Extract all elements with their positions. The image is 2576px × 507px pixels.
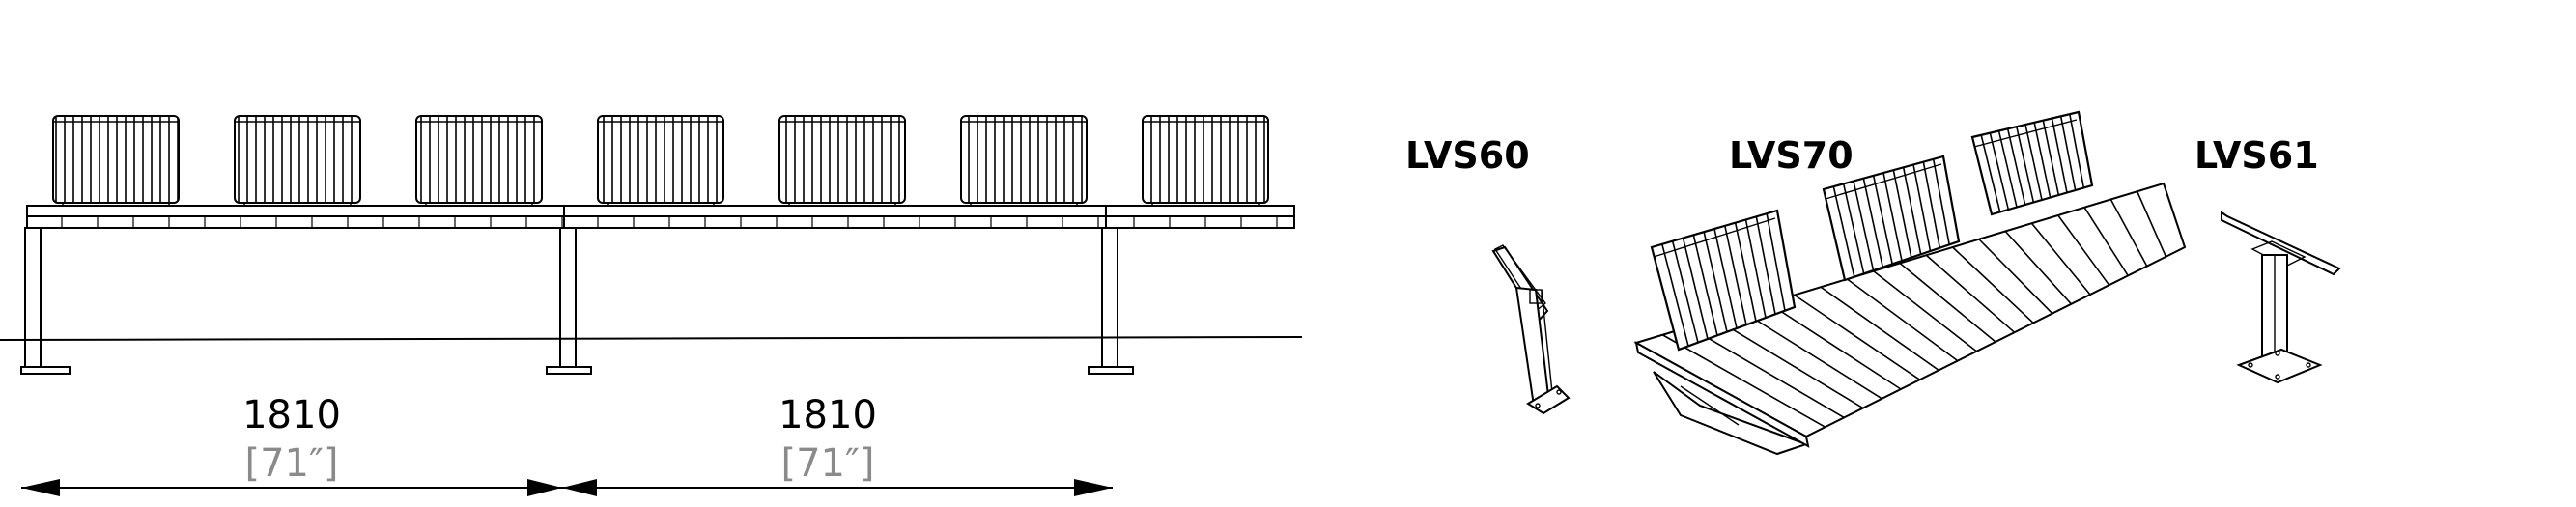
- model-label-lvs60: LVS60: [1405, 134, 1530, 177]
- model-lvs61: LVS61: [2194, 134, 2341, 384]
- backrest: [1142, 115, 1269, 216]
- dimension-2-value: 1810: [778, 393, 877, 437]
- dimension-1-imperial: [71″]: [244, 441, 338, 486]
- backrest: [1650, 209, 1797, 352]
- backrest: [234, 115, 361, 216]
- backrest: [960, 115, 1088, 216]
- dimension-2-imperial: [71″]: [780, 441, 874, 486]
- legs: [20, 227, 1134, 375]
- lvs60-illustration: [1491, 244, 1571, 415]
- backrest: [1970, 110, 2094, 216]
- lvs61-illustration: [2221, 211, 2341, 384]
- front-elevation: 1810 [71″] 1810 [71″]: [0, 115, 1303, 496]
- dimension-line: [21, 479, 1113, 496]
- backrest: [415, 115, 543, 216]
- model-label-lvs70: LVS70: [1729, 134, 1854, 177]
- ground-line: [0, 336, 1303, 341]
- leg-right: [1088, 227, 1134, 375]
- leg-left: [20, 227, 71, 375]
- model-lvs60: LVS60: [1405, 134, 1571, 415]
- lvs70-illustration: [1633, 110, 2187, 456]
- dimension-1-value: 1810: [242, 393, 341, 437]
- backrest: [1822, 155, 1961, 282]
- model-lvs70: LVS70: [1633, 110, 2187, 456]
- model-label-lvs61: LVS61: [2194, 134, 2319, 177]
- leg-middle: [546, 227, 592, 375]
- backrest: [597, 115, 724, 216]
- seat-beam: [26, 205, 1295, 229]
- backrest-row: [52, 115, 1269, 216]
- backrest: [52, 115, 180, 216]
- backrest: [778, 115, 906, 216]
